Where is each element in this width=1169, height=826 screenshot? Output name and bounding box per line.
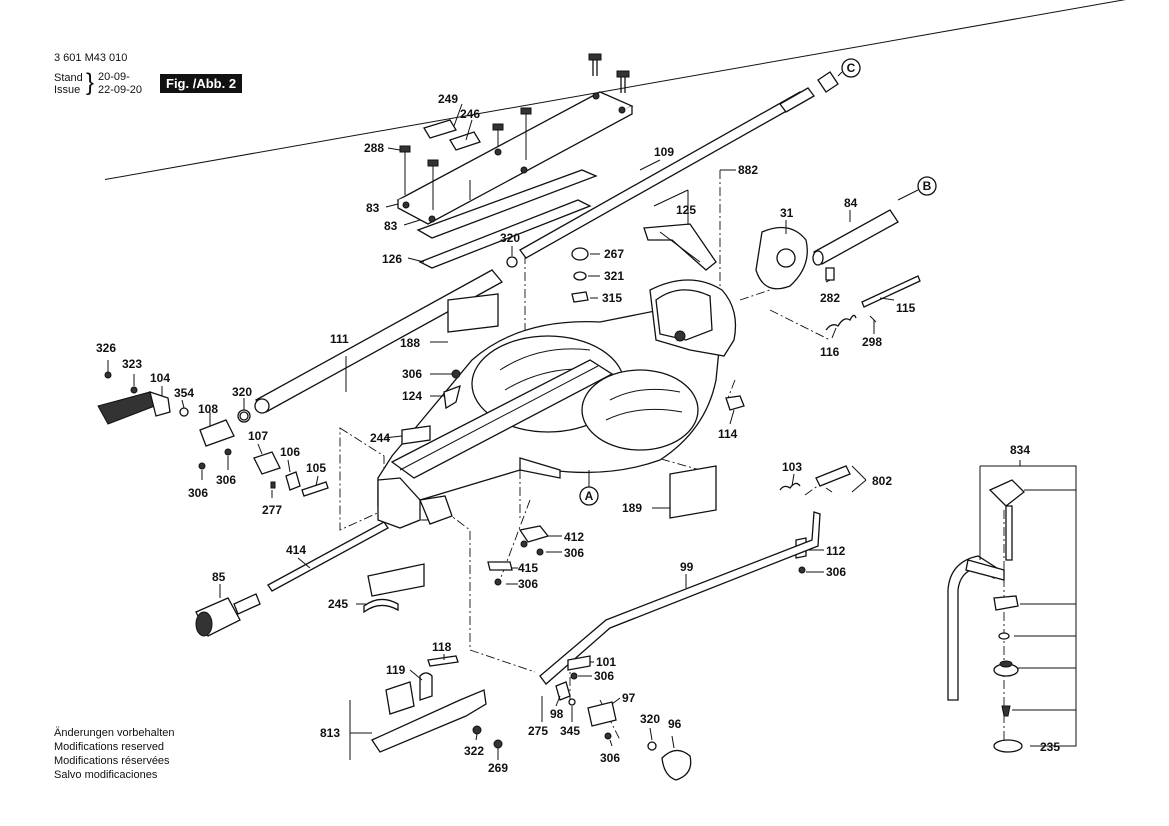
label-882: 882 — [738, 163, 758, 177]
callout-a: A — [579, 470, 599, 506]
detail-834 — [947, 460, 1077, 753]
hardware — [97, 247, 851, 781]
label-104: 104 — [150, 371, 170, 385]
label-125: 125 — [676, 203, 696, 217]
label-306a: 306 — [402, 367, 422, 381]
label-114: 114 — [718, 427, 738, 441]
label-322: 322 — [464, 744, 484, 758]
label-834: 834 — [1010, 443, 1030, 457]
callout-a-label: A — [585, 489, 594, 503]
label-306b: 306 — [188, 486, 208, 500]
note-es: Salvo modificaciones — [54, 769, 158, 781]
label-354: 354 — [174, 386, 194, 400]
label-98: 98 — [550, 707, 564, 721]
label-306e: 306 — [518, 577, 538, 591]
callout-b-label: B — [923, 179, 932, 193]
label-320a: 320 — [500, 231, 520, 245]
note-fr: Modifications réservées — [54, 755, 170, 767]
plates — [363, 293, 717, 614]
note-de: Änderungen vorbehalten — [54, 727, 175, 739]
issue-value: 22-09-20 — [98, 84, 143, 96]
callout-c: C — [837, 58, 861, 78]
bracket-813 — [371, 655, 503, 753]
label-306h: 306 — [600, 751, 620, 765]
label-267: 267 — [604, 247, 624, 261]
label-83b: 83 — [384, 219, 398, 233]
label-306d: 306 — [564, 546, 584, 560]
label-306c: 306 — [216, 473, 236, 487]
label-244: 244 — [370, 431, 390, 445]
label-83a: 83 — [366, 201, 380, 215]
label-85: 85 — [212, 570, 226, 584]
callout-c-label: C — [847, 61, 856, 75]
label-106: 106 — [280, 445, 300, 459]
label-188: 188 — [400, 336, 420, 350]
knob-85 — [195, 593, 261, 637]
label-111: 111 — [330, 332, 349, 346]
label-321: 321 — [604, 269, 624, 283]
label-99: 99 — [680, 560, 694, 574]
top-rails — [396, 53, 634, 269]
figure-label: Fig. /Abb. 2 — [160, 74, 243, 93]
note-en: Modifications reserved — [54, 741, 165, 753]
label-326: 326 — [96, 341, 116, 355]
modification-notes: Änderungen vorbehalten Modifications res… — [54, 726, 174, 782]
label-112: 112 — [826, 544, 846, 558]
label-245: 245 — [328, 597, 348, 611]
label-119: 119 — [386, 663, 406, 677]
label-315: 315 — [602, 291, 622, 305]
label-298: 298 — [862, 335, 882, 349]
stand-value: 20-09- — [98, 71, 1169, 83]
brace-glyph: } — [86, 69, 95, 96]
label-415: 415 — [518, 561, 538, 575]
label-813: 813 — [320, 726, 340, 740]
label-126: 126 — [382, 252, 402, 266]
part-labels: 249 246 288 83 83 126 320 109 882 125 31… — [96, 92, 1060, 775]
part-number: 3 601 M43 010 — [54, 52, 128, 64]
label-277: 277 — [262, 503, 282, 517]
label-288: 288 — [364, 141, 384, 155]
label-320c: 320 — [640, 712, 660, 726]
label-84: 84 — [844, 196, 858, 210]
label-412: 412 — [564, 530, 584, 544]
label-109: 109 — [654, 145, 674, 159]
label-115: 115 — [896, 301, 916, 315]
stand-label: Stand — [54, 72, 83, 84]
label-320b: 320 — [232, 385, 252, 399]
label-124: 124 — [402, 389, 422, 403]
label-101: 101 — [596, 655, 616, 669]
label-323: 323 — [122, 357, 142, 371]
issue-label: Issue — [54, 84, 81, 96]
bevel-housing — [643, 223, 835, 411]
rods — [237, 71, 921, 592]
label-103: 103 — [782, 460, 802, 474]
label-306g: 306 — [594, 669, 614, 683]
label-96: 96 — [668, 717, 682, 731]
label-306f: 306 — [826, 565, 846, 579]
callout-b: B — [897, 176, 937, 201]
label-118: 118 — [432, 640, 452, 654]
label-249: 249 — [438, 92, 458, 106]
label-275: 275 — [528, 724, 548, 738]
label-116: 116 — [820, 345, 840, 359]
label-282: 282 — [820, 291, 840, 305]
label-189: 189 — [622, 501, 642, 515]
label-31: 31 — [780, 206, 794, 220]
label-802: 802 — [872, 474, 892, 488]
label-246: 246 — [460, 107, 480, 121]
label-105: 105 — [306, 461, 326, 475]
label-97: 97 — [622, 691, 636, 705]
label-107: 107 — [248, 429, 268, 443]
label-414: 414 — [286, 543, 306, 557]
miter-base — [377, 309, 721, 529]
leader-lines — [107, 103, 1036, 760]
label-269: 269 — [488, 761, 508, 775]
label-235: 235 — [1040, 740, 1060, 754]
label-108: 108 — [198, 402, 218, 416]
label-345: 345 — [560, 724, 580, 738]
